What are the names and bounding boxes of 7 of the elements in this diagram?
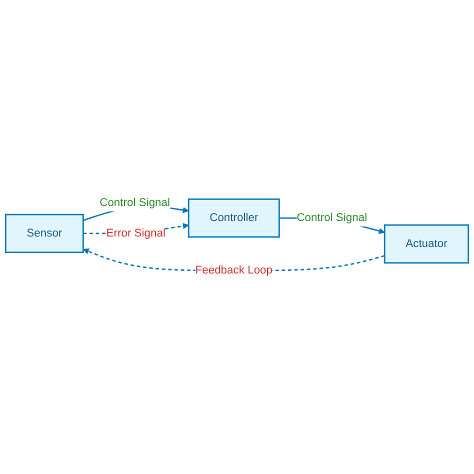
node-box: Actuator	[384, 224, 470, 264]
node-box: Sensor	[4, 214, 84, 254]
node-box: Controller	[188, 198, 280, 238]
edge-label: Control Signal	[100, 196, 170, 209]
edge-label: Control Signal	[296, 212, 368, 224]
edge-label: Error Signal	[106, 227, 166, 240]
edge-label: Feedback Loop	[195, 264, 273, 276]
